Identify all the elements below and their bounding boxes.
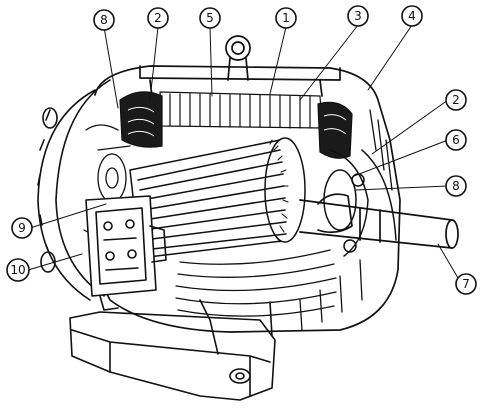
callout-2-top-label: 2 <box>154 11 162 25</box>
cooling-fins <box>175 109 393 331</box>
callout-9-label: 9 <box>18 221 26 235</box>
rotor-end-ring <box>269 139 289 243</box>
callout-10: 10 <box>6 258 30 282</box>
motor-frame <box>89 35 401 333</box>
callout-4-label: 4 <box>408 9 416 23</box>
leader-lines <box>27 24 459 279</box>
callout-2-top: 2 <box>147 7 169 29</box>
callout-6: 6 <box>445 129 467 151</box>
callout-3-label: 3 <box>354 9 362 23</box>
callout-8-right-label: 8 <box>452 179 460 193</box>
callout-8-right: 8 <box>445 175 467 197</box>
callout-2-right-label: 2 <box>452 93 460 107</box>
callout-3: 3 <box>347 5 369 27</box>
callout-5-label: 5 <box>206 11 214 25</box>
mounting-feet <box>69 299 276 401</box>
stator-winding <box>119 91 353 159</box>
callout-5: 5 <box>199 7 221 29</box>
callout-8-top: 8 <box>93 9 115 31</box>
callout-7-label: 7 <box>462 277 470 291</box>
motor-shaft <box>299 193 459 249</box>
callout-9: 9 <box>11 217 33 239</box>
callout-6-label: 6 <box>452 133 460 147</box>
terminal-box <box>85 195 167 311</box>
rotor <box>129 137 306 259</box>
callout-7: 7 <box>455 273 477 295</box>
callout-1-label: 1 <box>282 11 290 25</box>
end-shield-right <box>323 149 397 257</box>
callout-1: 1 <box>275 7 297 29</box>
callout-8-top-label: 8 <box>100 13 108 27</box>
fan-cover-left <box>37 79 111 301</box>
callout-2-right: 2 <box>445 89 467 111</box>
callout-10-label: 10 <box>10 263 25 277</box>
stator-core <box>159 91 323 129</box>
callout-4: 4 <box>401 5 423 27</box>
